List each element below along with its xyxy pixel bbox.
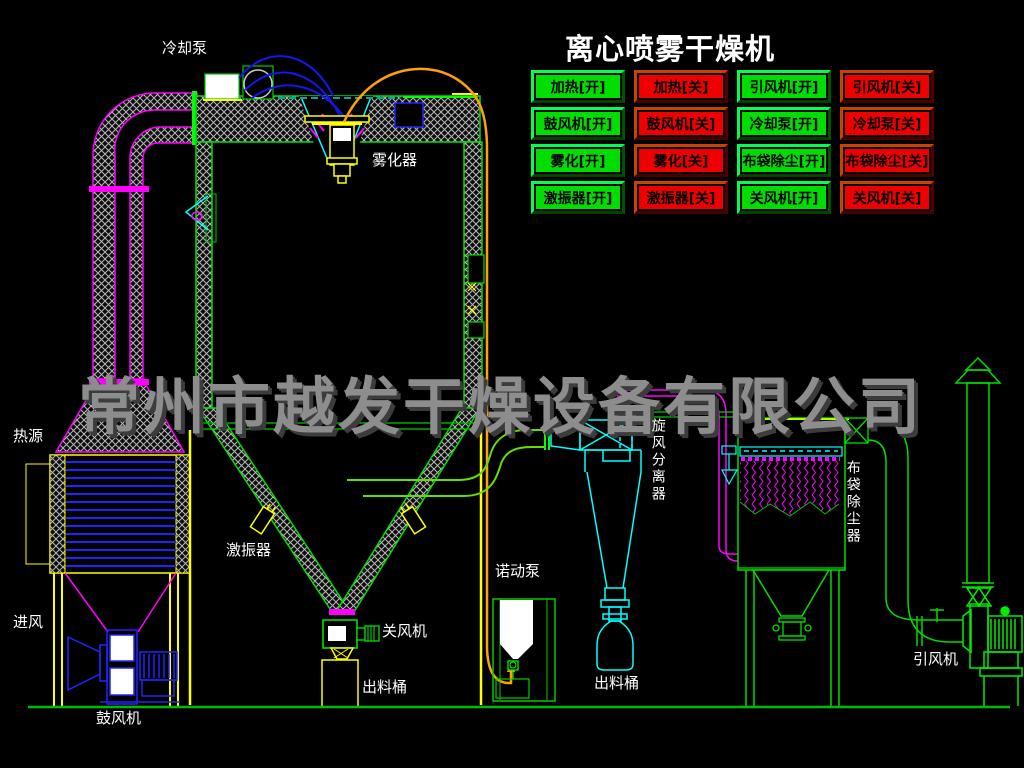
- button-rotary-valve-off[interactable]: 关风机[关]: [840, 181, 934, 214]
- label-blower: 鼓风机: [96, 709, 142, 727]
- button-cooling-pump-on[interactable]: 冷却泵[开]: [737, 107, 831, 140]
- fan-motor: [987, 615, 1023, 653]
- button-blower-off[interactable]: 鼓风机[关]: [634, 107, 728, 140]
- label-bag-filter: 布袋除尘器: [844, 460, 861, 545]
- cyclone-separator: [550, 416, 642, 671]
- cooling-pump: [203, 55, 346, 119]
- chamber-legs: [188, 430, 483, 705]
- filter-to-fan-duct: [867, 417, 963, 646]
- sight-glass: [184, 193, 217, 243]
- chamber-outlet-duct: [347, 426, 550, 497]
- button-id-fan-off[interactable]: 引风机[关]: [840, 70, 934, 103]
- filter-hopper: [751, 569, 831, 617]
- button-vibrator-on[interactable]: 激振器[开]: [531, 181, 625, 214]
- filter-bags: [740, 461, 839, 515]
- label-discharge-barrel-cyclone: 出料桶: [594, 674, 640, 692]
- feed-tank: [492, 598, 556, 702]
- button-cooling-pump-off[interactable]: 冷却泵[关]: [840, 107, 934, 140]
- label-air-inlet: 进风: [13, 613, 44, 631]
- pipe-flange: [192, 91, 197, 145]
- pulse-header: [739, 446, 843, 457]
- button-bag-filter-on[interactable]: 布袋除尘[开]: [737, 144, 831, 177]
- discharge-barrel-chamber: [321, 659, 359, 708]
- label-rotary-valve: 关风机: [382, 622, 428, 640]
- label-vibrator: 激振器: [226, 541, 272, 559]
- induced-draft-fan: [962, 586, 1023, 706]
- heater: [25, 454, 191, 706]
- cooling-water-pipes: [238, 55, 346, 119]
- cone-flange: [329, 609, 355, 615]
- button-heat-on[interactable]: 加热[开]: [531, 70, 625, 103]
- hot-air-pipes: [54, 91, 198, 453]
- button-vibrator-off[interactable]: 激振器[关]: [634, 181, 728, 214]
- cyclone-outlet-pipe: [617, 389, 739, 562]
- heater-inlet-funnel: [54, 384, 186, 453]
- button-rotary-valve-on[interactable]: 关风机[开]: [737, 181, 831, 214]
- filter-inlet-valve: [721, 445, 739, 486]
- label-atomizer: 雾化器: [372, 151, 418, 169]
- cyclone-to-filter-line: [643, 411, 738, 418]
- exhaust-stack: [954, 356, 1002, 588]
- filter-rotary-valve: [772, 617, 812, 641]
- rotary-valve: [322, 619, 380, 660]
- filter-legs: [745, 570, 840, 706]
- label-cooling-pump: 冷却泵: [162, 39, 208, 57]
- heater-legs: [53, 573, 179, 706]
- company-watermark: 常州市越发干燥设备有限公司: [78, 370, 924, 443]
- page-title: 离心喷雾干燥机: [565, 32, 776, 66]
- bag-filter: [721, 417, 869, 706]
- wall-fittings: [467, 254, 485, 339]
- heating-elements: [66, 461, 176, 567]
- button-id-fan-on[interactable]: 引风机[开]: [737, 70, 831, 103]
- button-atomize-on[interactable]: 雾化[开]: [531, 144, 625, 177]
- button-blower-on[interactable]: 鼓风机[开]: [531, 107, 625, 140]
- label-feed-pump: 诺动泵: [495, 562, 541, 580]
- label-heat-source: 热源: [13, 427, 44, 445]
- label-discharge-barrel-chamber: 出料桶: [362, 678, 408, 696]
- button-heat-off[interactable]: 加热[关]: [634, 70, 728, 103]
- atomizer: [304, 115, 370, 184]
- discharge-barrel-cyclone: [596, 620, 634, 671]
- vibrators: [249, 503, 427, 535]
- label-induced-draft-fan: 引风机: [913, 650, 959, 668]
- label-cyclone-separator: 旋风分离器: [649, 418, 666, 503]
- button-bag-filter-off[interactable]: 布袋除尘[关]: [840, 144, 934, 177]
- control-button-panel: 加热[开] 加热[关] 引风机[开] 引风机[关] 鼓风机[开] 鼓风机[关] …: [531, 70, 934, 214]
- button-atomize-off[interactable]: 雾化[关]: [634, 144, 728, 177]
- blower: [67, 629, 180, 705]
